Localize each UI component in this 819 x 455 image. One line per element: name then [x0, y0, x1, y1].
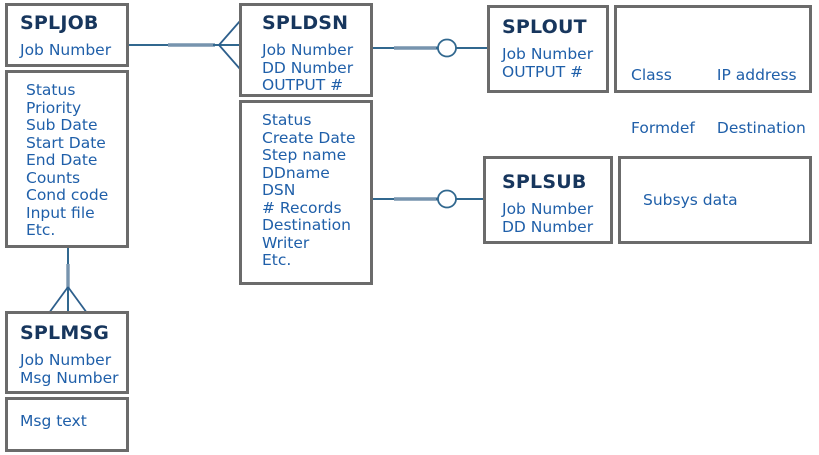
entity-splmsg-key-box[interactable]: SPLMSG Job Number Msg Number	[5, 311, 129, 394]
attribute-item: DDname	[262, 163, 330, 182]
key-field: Msg Number	[20, 368, 119, 387]
key-field: Job Number	[20, 41, 112, 59]
attribute-item: # Records	[262, 198, 342, 217]
entity-splmsg-attribute-box[interactable]: Msg text	[5, 397, 129, 452]
entity-splsub-attributes: Subsys data	[621, 159, 809, 210]
entity-splout-keys: Job Number OUTPUT #	[502, 45, 606, 81]
entity-splsub-key-box[interactable]: SPLSUB Job Number DD Number	[483, 156, 613, 244]
attribute-item: Create Date	[262, 128, 356, 147]
key-field: OUTPUT #	[502, 62, 584, 81]
entity-splsub-keys: Job Number DD Number	[502, 200, 610, 236]
entity-spldsn-title: SPLDSN	[262, 12, 349, 34]
attribute-item: Priority	[26, 98, 82, 117]
entity-spljob-keys: Job Number	[20, 41, 126, 60]
attribute-item: Status	[262, 111, 312, 129]
attribute-item: Formdef	[631, 118, 695, 137]
key-field: OUTPUT #	[262, 76, 344, 94]
attribute-item: Start Date	[26, 133, 106, 152]
key-field: Job Number	[502, 45, 594, 63]
relationship-spldsn-splout	[373, 38, 487, 58]
entity-spljob-key-box[interactable]: SPLJOB Job Number	[5, 3, 129, 67]
entity-splmsg-keys: Job Number Msg Number	[20, 351, 126, 387]
attribute-item: Etc.	[262, 251, 292, 269]
key-field: Job Number	[502, 200, 594, 218]
attribute-item: Destination	[716, 118, 806, 137]
attribute-item: Counts	[26, 168, 81, 187]
entity-spljob-title: SPLJOB	[20, 12, 99, 34]
entity-spljob-attributes: Status Priority Sub Date Start Date End …	[8, 73, 126, 240]
entity-spldsn-key-box[interactable]: SPLDSN Job Number DD Number OUTPUT #	[239, 3, 373, 97]
attribute-item: Input file	[26, 203, 95, 222]
key-field: DD Number	[502, 217, 594, 236]
attribute-item: DSN	[262, 181, 296, 199]
relationship-spldsn-splsub	[373, 189, 483, 209]
attribute-item: Subsys data	[643, 191, 738, 209]
entity-splsub-title: SPLSUB	[502, 171, 587, 193]
entity-splout-key-box[interactable]: SPLOUT Job Number OUTPUT #	[487, 5, 609, 93]
attribute-item: Msg text	[20, 412, 87, 430]
entity-splout-attribute-box[interactable]: Class Formdef Pagedef IP address Destina…	[614, 5, 812, 189]
relationship-spljob-spldsn	[129, 20, 241, 70]
attribute-item: IP address	[716, 66, 797, 84]
entity-spljob-attribute-box[interactable]: Status Priority Sub Date Start Date End …	[5, 70, 129, 248]
attribute-item: Destination	[262, 216, 351, 234]
key-field: Job Number	[262, 41, 354, 59]
attribute-item: Class	[631, 66, 672, 84]
attribute-item: Writer	[262, 233, 310, 252]
entity-splmsg-attributes: Msg text	[8, 400, 126, 431]
entity-splmsg-title: SPLMSG	[20, 322, 110, 344]
attribute-item: Sub Date	[26, 116, 98, 134]
key-field: Job Number	[20, 351, 112, 369]
attribute-item: Status	[26, 81, 76, 99]
attribute-item: End Date	[26, 151, 98, 169]
relationship-spljob-splmsg	[48, 248, 88, 314]
attribute-item: Etc.	[26, 221, 56, 239]
attribute-item: Cond code	[26, 186, 109, 204]
entity-splout-title: SPLOUT	[502, 16, 587, 38]
attribute-item: Step name	[262, 146, 347, 164]
key-field: DD Number	[262, 58, 354, 77]
entity-spldsn-attribute-box[interactable]: Status Create Date Step name DDname DSN …	[239, 100, 373, 285]
entity-spldsn-attributes: Status Create Date Step name DDname DSN …	[242, 103, 370, 270]
entity-splsub-attribute-box[interactable]: Subsys data	[618, 156, 812, 244]
entity-spldsn-keys: Job Number DD Number OUTPUT #	[262, 41, 370, 95]
